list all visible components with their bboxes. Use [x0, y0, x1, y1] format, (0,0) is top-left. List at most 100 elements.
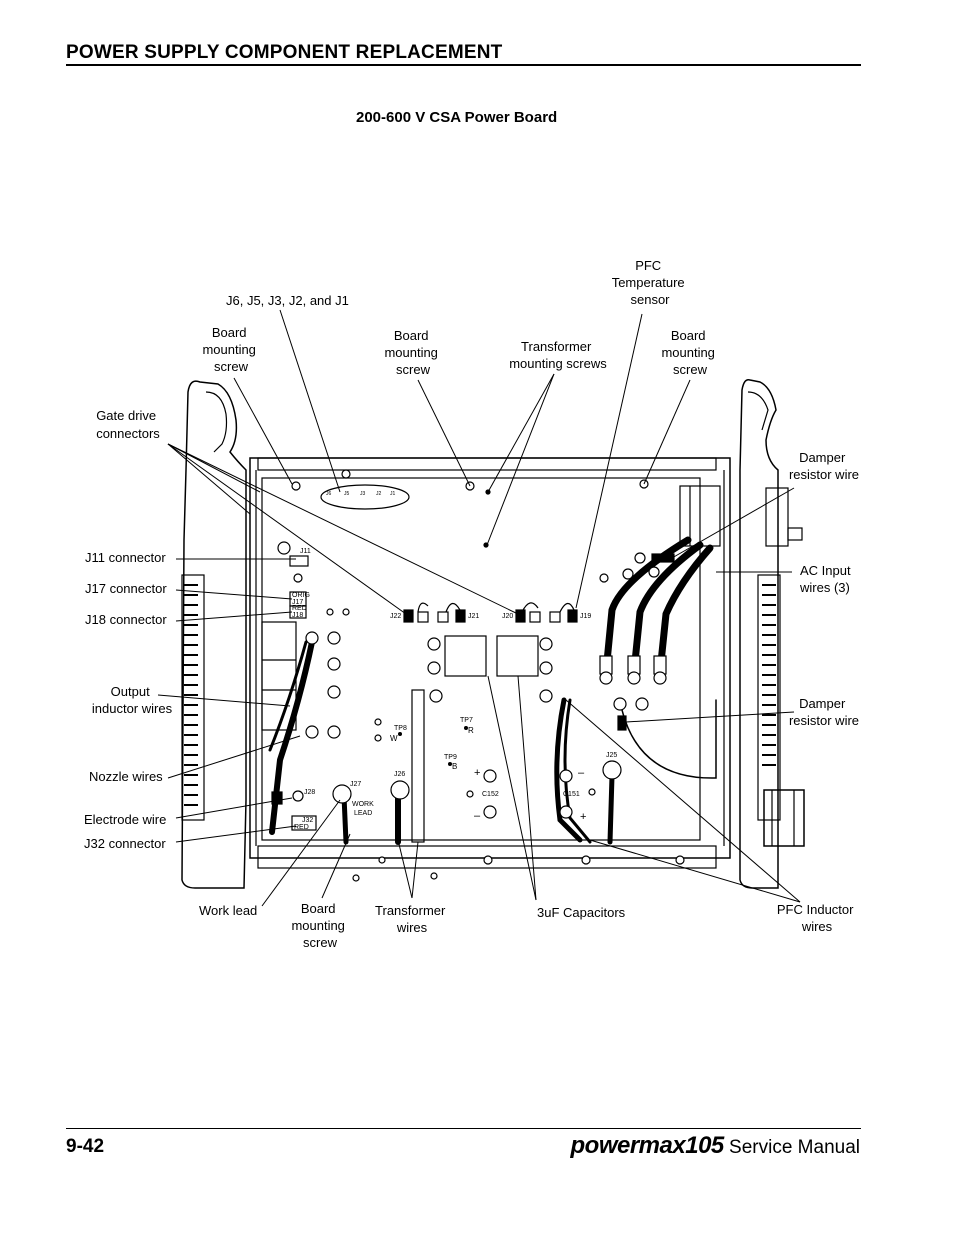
left-handle: [181, 380, 247, 889]
work-lead-cable: [341, 793, 349, 845]
chassis-drawing: [181, 378, 805, 889]
chassis-top-rail: [257, 457, 717, 471]
callout-damper-bottom: Damper resistor wire: [789, 696, 859, 728]
silk-j1: J1: [390, 491, 396, 497]
callout-j32: J32 connector: [84, 836, 166, 851]
board-silkscreen: J22 J21 J20 J19 J11 ORIG J17 RED J18 J28…: [292, 491, 617, 831]
j25-cable: [607, 773, 615, 845]
header-rule: [66, 64, 861, 66]
callout-damper-top: Damper resistor wire: [789, 450, 859, 482]
j11-connector: [289, 555, 309, 567]
callout-board-screw-left: Board mounting screw: [202, 325, 259, 374]
silk-c152: C152: [482, 791, 499, 798]
silk-j27: J27: [350, 781, 361, 788]
silk-j3: J3: [360, 491, 366, 497]
silk-j26: J26: [394, 771, 405, 778]
section-title: POWER SUPPLY COMPONENT REPLACEMENT: [66, 42, 503, 63]
callout-j11: J11 connector: [85, 550, 166, 565]
silk-j21: J21: [468, 613, 479, 620]
j21-connector: [455, 609, 466, 623]
callout-pfc-inductor: PFC Inductor wires: [777, 902, 857, 934]
left-vent-slots: [184, 584, 198, 806]
callout-j17: J17 connector: [85, 581, 167, 596]
silk-orig: ORIG: [292, 592, 310, 599]
brand-model: 105: [685, 1132, 724, 1159]
silk-lead: LEAD: [354, 810, 372, 817]
j22-connector: [403, 609, 414, 623]
callout-j6-j1: J6, J5, J3, J2, and J1: [226, 293, 349, 308]
silk-j6: J6: [326, 491, 332, 497]
callout-transformer-screws: Transformer mounting screws: [509, 339, 607, 371]
left-handle-inner: [205, 391, 228, 453]
j32-connector: [291, 815, 317, 831]
left-heatsink: [261, 621, 297, 731]
silk-work: WORK: [352, 801, 374, 808]
right-handle-inner: [747, 391, 769, 431]
callout-pfc-temp: PFC Temperature sensor: [612, 258, 689, 307]
pfc-inductor-wire-1: [554, 697, 583, 843]
silk-j22: J22: [390, 613, 401, 620]
callout-board-screw-mid: Board mounting screw: [384, 328, 441, 377]
ac-input-wire-2: [630, 541, 704, 676]
right-handle: [739, 378, 779, 889]
output-inductor-wire-1: [269, 639, 315, 835]
page-number: 9-42: [66, 1136, 105, 1157]
j20-connector: [515, 609, 526, 623]
callout-board-screw-right: Board mounting screw: [661, 328, 718, 377]
hardware: [271, 469, 685, 882]
callout-electrode: Electrode wire: [84, 812, 166, 827]
silk-j19: J19: [580, 613, 591, 620]
brand-suffix: Service Manual: [729, 1137, 860, 1158]
silk-j17: J17: [292, 599, 303, 606]
silk-j2: J2: [376, 491, 382, 497]
damper-resistor-loop: [621, 699, 717, 779]
transformer-bus-bar: [411, 689, 425, 843]
rear-fitting-bottom: [763, 789, 805, 847]
silk-j32: J32: [302, 817, 313, 824]
silk-c152-plus: +: [474, 767, 480, 779]
silk-tp7: TP7: [460, 717, 473, 724]
callouts: PFC Temperature sensor J6, J5, J3, J2, a…: [84, 258, 859, 950]
silk-j28: J28: [304, 789, 315, 796]
footer-rule: [66, 1128, 861, 1129]
silk-b: B: [452, 762, 457, 771]
ac-input-wire-3: [656, 544, 714, 676]
j19-connector: [567, 609, 578, 623]
silk-j25: J25: [606, 752, 617, 759]
figure-title: 200-600 V CSA Power Board: [356, 109, 558, 126]
header-connectors-j6-j1: [320, 484, 410, 510]
callout-capacitors: 3uF Capacitors: [537, 905, 626, 920]
silk-j20: J20: [502, 613, 513, 620]
silk-w: W: [390, 734, 398, 743]
silk-tp8: TP8: [394, 725, 407, 732]
output-inductor-wire-2: [268, 640, 308, 752]
silk-j18: J18: [292, 612, 303, 619]
callout-output-inductor: Output inductor wires: [92, 684, 173, 716]
ac-input-wire-1: [602, 536, 692, 676]
silk-c151-minus: –: [578, 767, 585, 779]
callout-ac-input: AC Input wires (3): [799, 563, 854, 595]
callout-gate-drive: Gate drive connectors: [96, 408, 160, 441]
callout-j18: J18 connector: [85, 612, 167, 627]
silk-j11: J11: [300, 548, 311, 555]
silk-tp9: TP9: [444, 754, 457, 761]
transformer-right: [496, 635, 539, 677]
brand-name: powermax: [570, 1132, 686, 1159]
callout-board-screw-bottom: Board mounting screw: [291, 901, 348, 950]
callout-work-lead: Work lead: [199, 903, 257, 918]
damper-resistor: [651, 553, 675, 563]
leader-lines: [157, 309, 801, 907]
callout-transformer-wires: Transformer wires: [375, 903, 449, 935]
silk-red: RED: [292, 605, 307, 612]
silk-c152-minus: –: [474, 810, 481, 822]
right-vent: [757, 574, 781, 821]
silk-c151: C151: [563, 791, 580, 798]
transformer-left: [444, 635, 487, 677]
silk-r: R: [468, 726, 474, 735]
right-vent-slots: [762, 584, 776, 766]
silk-j32-red: RED: [294, 824, 309, 831]
silk-j5: J5: [344, 491, 350, 497]
callout-nozzle: Nozzle wires: [89, 769, 163, 784]
silk-c151-plus: +: [580, 811, 586, 823]
